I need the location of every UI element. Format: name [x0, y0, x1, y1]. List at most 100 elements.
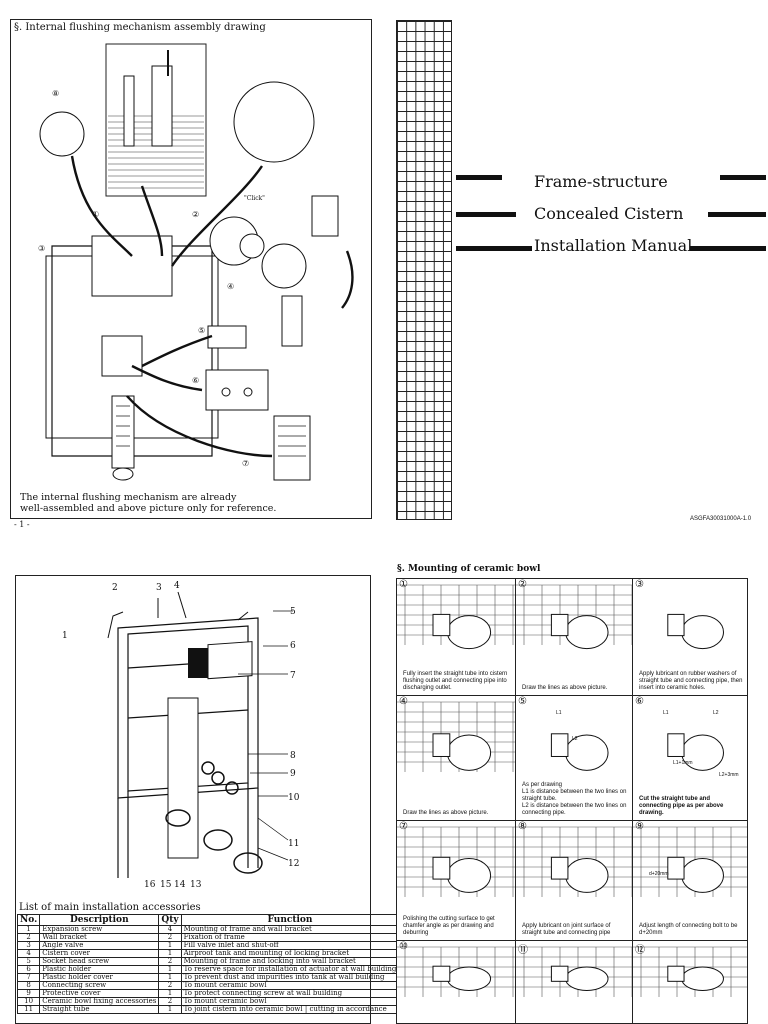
step-number-5: ⑤: [518, 696, 527, 707]
col-header-description: Description: [39, 914, 160, 926]
step-illustration-1: [397, 584, 515, 650]
step-caption-5: As per drawing L1 is distance between th…: [522, 782, 627, 816]
step-caption-8: Apply lubricant on joint surface of stra…: [522, 923, 611, 936]
cover-title-line-2: Concealed Cistern: [534, 204, 684, 223]
part-number-14: 14: [174, 880, 186, 890]
step-illustration-11: [516, 946, 632, 997]
step-illustration-4: [397, 701, 515, 772]
document-code: ASGFA30031000A-1.0: [690, 516, 752, 522]
step-panel-5: ⑤ As per drawing L1 is distance between t…: [515, 695, 633, 821]
click-label: "Click": [244, 195, 265, 202]
callout-4: ④: [227, 282, 234, 291]
step-number-9: ⑨: [635, 821, 644, 832]
part-number-2: 2: [112, 583, 118, 593]
cover-bar-left-1: [456, 175, 502, 180]
step-number-4: ④: [399, 696, 408, 707]
flushing-mechanism-drawing: ① ② ③ ④ ⑤ ⑥ ⑦ ⑧ "Click": [38, 43, 354, 481]
cell-description: Straight tube: [39, 1005, 160, 1014]
step-number-1: ①: [399, 579, 408, 590]
callout-6: ⑥: [192, 376, 199, 385]
step-caption-6: Cut the straight tube and connecting pip…: [639, 796, 724, 816]
flushing-note-line-1: The internal flushing mechanism are alre…: [20, 492, 237, 503]
mounting-heading: §. Mounting of ceramic bowl: [397, 564, 541, 574]
step-caption-7: Polishing the cutting surface to get cha…: [403, 916, 495, 936]
part-number-5: 5: [290, 607, 296, 617]
cell-qty: 1: [158, 1005, 182, 1014]
accessories-list-title: List of main installation accessories: [19, 902, 201, 913]
cover-title-line-3: Installation Manual: [534, 236, 693, 255]
step-panel-1: ① Fully insert the straight tube into cis…: [396, 578, 516, 696]
dimension-label-d: d+20mm: [649, 871, 669, 877]
dimension-label-l1: L1: [663, 710, 669, 716]
part-number-1: 1: [62, 631, 68, 641]
dimension-label-l1-cut: L1+1mm: [673, 760, 693, 766]
step-caption-2: Draw the lines as above picture.: [522, 685, 608, 691]
col-header-function: Function: [180, 914, 400, 926]
step-illustration-12: [633, 946, 747, 997]
callout-2: ②: [192, 210, 199, 219]
part-number-11: 11: [288, 839, 299, 849]
callout-7: ⑦: [242, 459, 249, 468]
callout-1: ①: [92, 210, 99, 219]
step-caption-4: Draw the lines as above picture.: [403, 810, 489, 816]
col-header-qty: Qty: [158, 914, 182, 926]
flushing-note-line-2: well-assembled and above picture only fo…: [20, 503, 277, 514]
part-number-8: 8: [290, 751, 296, 761]
flushing-mechanism-heading: §. Internal flushing mechanism assembly …: [14, 22, 266, 33]
cover-bar-right-2: [708, 212, 766, 217]
part-number-7: 7: [290, 671, 296, 681]
step-caption-3: Apply lubricant on rubber washers of str…: [639, 671, 743, 691]
part-number-12: 12: [288, 859, 299, 869]
step-panel-8: ⑧ Apply lubricant on joint surface of str…: [515, 820, 633, 941]
dimension-label-l2: L2: [713, 710, 719, 716]
cell-no: 11: [16, 1005, 41, 1014]
cover-title-line-1: Frame-structure: [534, 172, 668, 191]
step-panel-9: ⑨ Adjust length of connecting bolt to be …: [632, 820, 748, 941]
part-number-6: 6: [290, 641, 296, 651]
part-number-15: 15: [160, 880, 172, 890]
flushing-note: The internal flushing mechanism are alre…: [20, 492, 276, 514]
cover-bar-right-1: [720, 175, 766, 180]
step-caption-1: Fully insert the straight tube into cist…: [403, 671, 508, 691]
step-illustration-3: [667, 613, 724, 650]
step-panel-11: ⑪: [515, 940, 633, 1024]
step-number-3: ③: [635, 579, 644, 590]
step-illustration-9: [633, 826, 747, 897]
cover-bar-left-3: [456, 246, 532, 251]
step-panel-4: ④ Draw the lines as above picture.: [396, 695, 516, 821]
callout-3: ③: [38, 244, 45, 253]
cover-bar-right-3: [690, 246, 766, 251]
cover-bar-left-2: [456, 212, 516, 217]
step-number-11: ⑪: [518, 945, 528, 956]
step-number-7: ⑦: [399, 821, 408, 832]
step-panel-12: ⑫: [632, 940, 748, 1024]
part-number-13: 13: [190, 880, 202, 890]
step-illustration-8: [516, 826, 632, 897]
part-number-3: 3: [156, 583, 162, 593]
part-number-9: 9: [290, 769, 296, 779]
flushing-mechanism-panel: [10, 19, 372, 519]
dimension-label-l2-cut: L2+3mm: [719, 772, 739, 778]
cell-function: To joint cistern into ceramic bowl | cut…: [180, 1005, 400, 1014]
part-number-10: 10: [288, 793, 300, 803]
dimension-label-l1: L1: [556, 710, 562, 716]
part-number-16: 16: [144, 880, 156, 890]
col-header-no: No.: [16, 914, 41, 926]
step-number-2: ②: [518, 579, 527, 590]
step-number-10: ⑩: [399, 941, 408, 952]
step-illustration-10: [397, 946, 515, 997]
step-illustration-5: [550, 733, 609, 771]
step-illustration-6: [667, 733, 724, 771]
step-number-8: ⑧: [518, 821, 527, 832]
frame-exploded-drawing: 1 2 3 4 5 6 7 8 9 10 11 12 13 14 15 16: [62, 581, 300, 890]
step-caption-9: Adjust length of connecting bolt to be d…: [639, 923, 738, 936]
step-illustration-7: [397, 826, 515, 897]
cover-grid-strip: [396, 20, 452, 520]
dimension-label-l2: L2: [572, 736, 578, 742]
table-header-row: No. Description Qty Function: [16, 914, 400, 926]
step-number-12: ⑫: [635, 945, 645, 956]
step-illustration-2: [516, 584, 632, 650]
